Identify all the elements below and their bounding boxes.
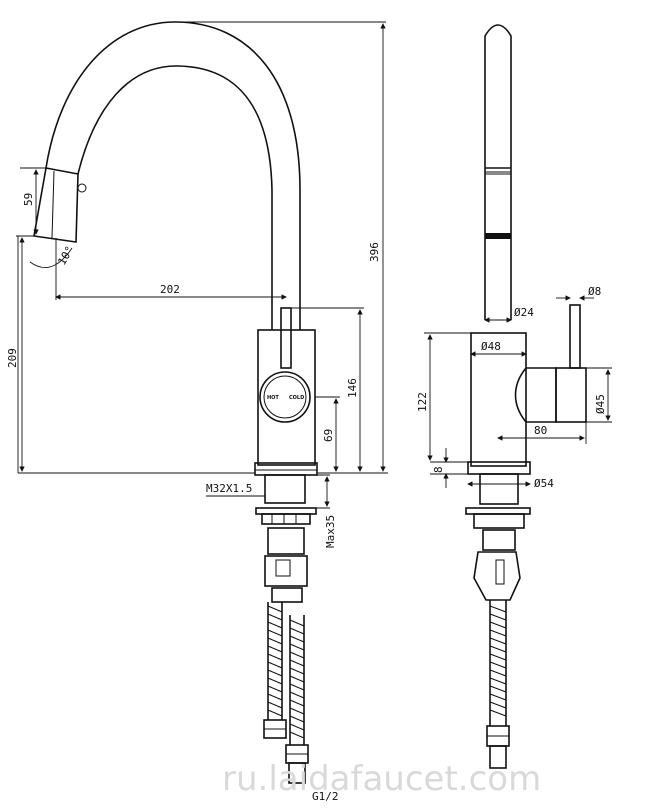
hose-connector bbox=[267, 527, 305, 555]
handle-knob bbox=[259, 371, 311, 423]
dim-10deg: 10° bbox=[55, 244, 76, 268]
front-dimensions: 59 10° 202 209 396 146 69 M32X1.5 Max35 bbox=[6, 21, 388, 803]
dim-d54: Ø54 bbox=[534, 477, 554, 490]
spray-button bbox=[77, 183, 87, 193]
front-view: HOT COLD bbox=[33, 21, 318, 784]
supply-hoses bbox=[263, 602, 309, 784]
mounting-shank bbox=[264, 474, 306, 504]
side-spout bbox=[484, 24, 512, 320]
dim-d48: Ø48 bbox=[481, 340, 501, 353]
dim-122: 122 bbox=[416, 392, 429, 412]
faucet-body bbox=[257, 329, 316, 466]
hot-label: HOT bbox=[267, 395, 279, 401]
cold-label: COLD bbox=[289, 395, 304, 401]
dim-thread: M32X1.5 bbox=[206, 482, 252, 495]
dim-209: 209 bbox=[6, 348, 19, 368]
dim-g12: G1/2 bbox=[312, 790, 339, 803]
dim-d8: Ø8 bbox=[588, 285, 601, 298]
dim-d24: Ø24 bbox=[514, 306, 534, 319]
dim-59: 59 bbox=[22, 193, 35, 206]
dim-396: 396 bbox=[368, 242, 381, 262]
side-handle bbox=[514, 367, 557, 423]
dim-69: 69 bbox=[322, 429, 335, 442]
lever bbox=[280, 307, 292, 369]
dim-max35: Max35 bbox=[324, 515, 337, 548]
dim-146: 146 bbox=[346, 378, 359, 398]
side-body bbox=[470, 332, 527, 467]
spout-inner bbox=[77, 65, 273, 330]
watermark: ru.laidafaucet.com bbox=[222, 759, 541, 799]
dim-80: 80 bbox=[534, 424, 547, 437]
dim-8: 8 bbox=[432, 466, 445, 473]
side-spout-band bbox=[485, 233, 511, 239]
side-view bbox=[465, 24, 587, 769]
dim-d45: Ø45 bbox=[594, 394, 607, 414]
spray-head bbox=[33, 167, 79, 243]
side-lever bbox=[569, 304, 581, 369]
dim-202: 202 bbox=[160, 283, 180, 296]
side-dimensions: Ø24 Ø8 Ø48 122 8 Ø45 80 Ø54 bbox=[416, 285, 612, 490]
